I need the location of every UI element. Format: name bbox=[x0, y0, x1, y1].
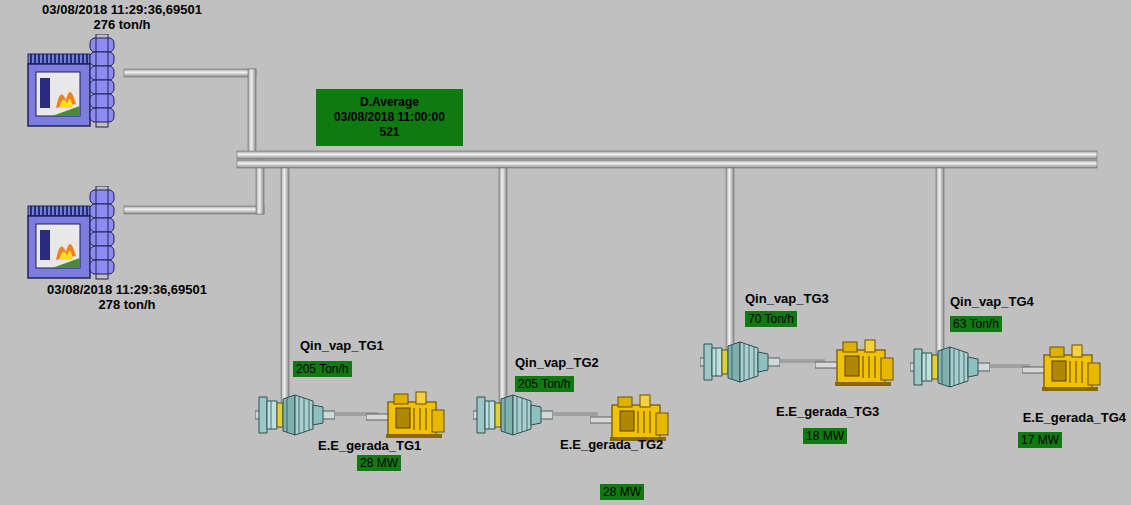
flow-value: 205 Ton/h bbox=[515, 376, 574, 392]
power-value: 28 MW bbox=[357, 455, 401, 471]
value-text: 521 bbox=[322, 125, 457, 140]
power-value: 18 MW bbox=[803, 428, 847, 444]
flow-value: 70 Ton/h bbox=[745, 311, 797, 327]
tag-name: E.E_gerada_TG3 bbox=[776, 404, 879, 419]
value-text: D.Average bbox=[322, 95, 457, 110]
tag-name: E.E_gerada_TG1 bbox=[318, 438, 421, 453]
tag-name: Qin_vap_TG1 bbox=[300, 338, 384, 353]
tag-name: Qin_vap_TG3 bbox=[745, 291, 829, 306]
value-text: 28 MW bbox=[603, 485, 641, 499]
timestamp: 03/08/2018 11:29:36,69501 bbox=[42, 2, 202, 17]
value-text: 70 Ton/h bbox=[748, 312, 794, 326]
value-text: 03/08/2018 11:00:00 bbox=[322, 110, 457, 125]
tag-name: E.E_gerada_TG2 bbox=[560, 437, 663, 452]
value-text: 63 Ton/h bbox=[953, 317, 999, 331]
tag-name: E.E_gerada_TG4 bbox=[1023, 410, 1126, 425]
flow-value: 63 Ton/h bbox=[950, 316, 1002, 332]
value-text: 205 Ton/h bbox=[518, 377, 571, 391]
steam-flow: 276 ton/h bbox=[93, 17, 150, 32]
power-value: 28 MW bbox=[600, 484, 644, 500]
timestamp: 03/08/2018 11:29:36,69501 bbox=[47, 282, 207, 297]
flow-value: 205 Ton/h bbox=[293, 361, 352, 377]
value-text: 205 Ton/h bbox=[296, 362, 349, 376]
steam-flow: 278 ton/h bbox=[98, 297, 155, 312]
average-box: D.Average03/08/2018 11:00:00521 bbox=[316, 89, 463, 146]
value-text: 18 MW bbox=[806, 429, 844, 443]
tag-name: Qin_vap_TG4 bbox=[950, 294, 1034, 309]
power-value: 17 MW bbox=[1018, 432, 1062, 448]
value-text: 17 MW bbox=[1021, 433, 1059, 447]
value-text: 28 MW bbox=[360, 456, 398, 470]
tag-name: Qin_vap_TG2 bbox=[515, 355, 599, 370]
